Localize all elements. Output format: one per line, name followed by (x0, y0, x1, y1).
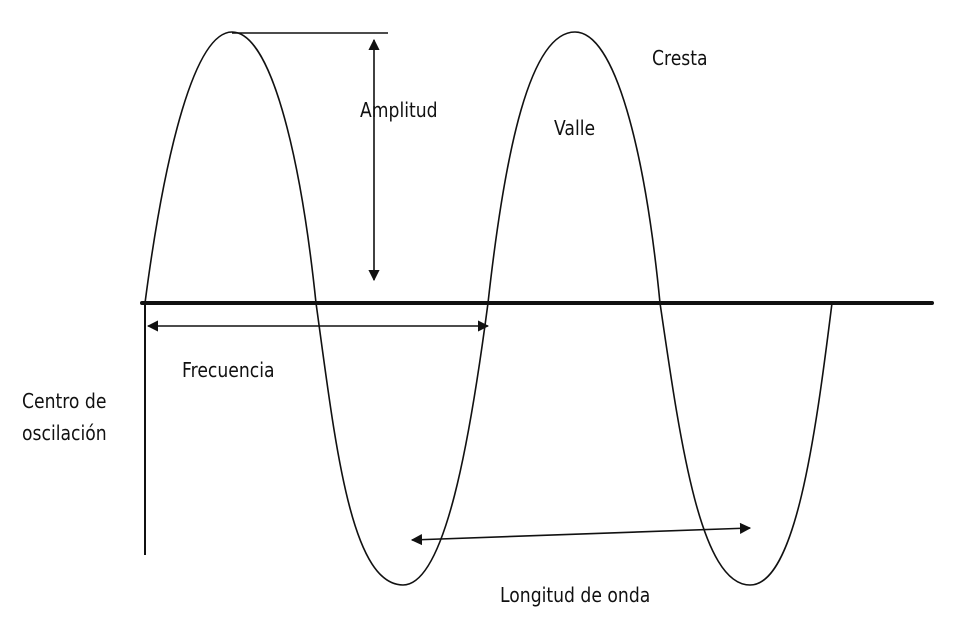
wave-curve (144, 31, 833, 586)
oscillation-center-label-line2: oscilación (22, 421, 107, 445)
wavelength-arrow (410, 522, 752, 546)
frequency-label: Frecuencia (182, 358, 275, 382)
crest-label: Cresta (652, 46, 708, 70)
oscillation-center-label-line1: Centro de (22, 389, 107, 413)
wavelength-label: Longitud de onda (500, 583, 651, 607)
trough-label: Valle (554, 116, 596, 140)
oscillation-center-label: Centro de oscilación (22, 385, 107, 449)
amplitude-label: Amplitud (360, 98, 438, 122)
